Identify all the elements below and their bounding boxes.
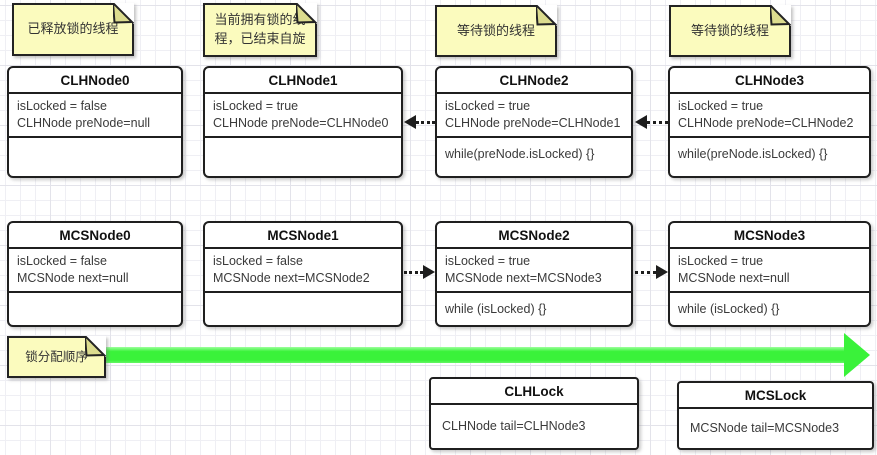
node-title: CLHNode0 — [9, 68, 181, 94]
node-attr: MCSNode next=null — [17, 271, 129, 285]
sticky-note-released-thread: 已释放锁的线程 — [12, 3, 134, 56]
note-fold-icon — [536, 5, 557, 26]
note-fold-icon — [85, 336, 106, 357]
arrowhead-right-icon — [656, 265, 668, 279]
node-attr: isLocked = true — [445, 254, 531, 268]
sticky-note-waiting-thread-1: 等待锁的线程 — [435, 5, 557, 57]
node-method: while(preNode.isLocked) {} — [445, 147, 595, 161]
node-attr: isLocked = true — [445, 99, 531, 113]
lock-order-arrow-shaft — [58, 347, 844, 363]
node-attr: isLocked = false — [213, 254, 303, 268]
clh-arrow-node2-to-node1 — [404, 115, 435, 129]
arrowhead-left-icon — [404, 115, 416, 129]
lock-title: CLHLock — [431, 379, 637, 405]
node-method — [9, 293, 181, 325]
sticky-note-text: 已释放锁的线程 — [27, 21, 119, 37]
lock-attr: CLHNode tail=CLHNode3 — [442, 419, 586, 433]
sticky-note-waiting-thread-2: 等待锁的线程 — [669, 5, 791, 57]
sticky-note-lock-order: 锁分配顺序 — [7, 336, 106, 378]
node-title: CLHNode2 — [437, 68, 631, 94]
node-title: MCSNode0 — [9, 223, 181, 249]
note-fold-icon — [296, 3, 317, 24]
node-attr: MCSNode next=MCSNode2 — [213, 271, 370, 285]
node-title: CLHNode1 — [205, 68, 401, 94]
node-attr: isLocked = true — [678, 99, 764, 113]
node-attr: CLHNode preNode=CLHNode2 — [678, 116, 854, 130]
node-title: CLHNode3 — [670, 68, 869, 94]
sticky-note-owner-thread: 当前拥有锁的线程，已结束自旋 — [203, 3, 317, 57]
node-attr: isLocked = true — [213, 99, 299, 113]
lock-order-arrowhead-icon — [844, 333, 870, 377]
note-fold-icon — [770, 5, 791, 26]
node-attr: CLHNode preNode=null — [17, 116, 151, 130]
lock-title: MCSLock — [679, 383, 872, 409]
node-title: MCSNode3 — [670, 223, 869, 249]
arrowhead-right-icon — [423, 265, 435, 279]
arrowhead-left-icon — [635, 115, 647, 129]
mcs-lock-box: MCSLock MCSNode tail=MCSNode3 — [677, 381, 874, 450]
note-fold-icon — [113, 3, 134, 24]
sticky-note-text: 等待锁的线程 — [690, 22, 769, 38]
node-attr: MCSNode next=MCSNode3 — [445, 271, 602, 285]
clh-lock-box: CLHLock CLHNode tail=CLHNode3 — [429, 377, 639, 450]
sticky-note-text: 锁分配顺序 — [25, 349, 88, 364]
node-method — [205, 138, 401, 176]
node-attr: isLocked = true — [678, 254, 764, 268]
node-attr: isLocked = false — [17, 99, 107, 113]
mcs-arrow-node2-to-node3 — [635, 265, 668, 279]
node-title: MCSNode1 — [205, 223, 401, 249]
node-attr: isLocked = false — [17, 254, 107, 268]
node-attr: MCSNode next=null — [678, 271, 790, 285]
sticky-note-text: 当前拥有锁的线程，已结束自旋 — [214, 12, 306, 46]
sticky-note-text: 等待锁的线程 — [456, 22, 535, 38]
node-title: MCSNode2 — [437, 223, 631, 249]
node-method — [205, 293, 401, 325]
node-attr: CLHNode preNode=CLHNode0 — [213, 116, 389, 130]
node-attr: CLHNode preNode=CLHNode1 — [445, 116, 621, 130]
node-method: while(preNode.isLocked) {} — [678, 147, 828, 161]
lock-attr: MCSNode tail=MCSNode3 — [690, 421, 840, 435]
node-method: while (isLocked) {} — [678, 302, 780, 316]
clh-arrow-node3-to-node2 — [635, 115, 668, 129]
node-method: while (isLocked) {} — [445, 302, 547, 316]
node-method — [9, 138, 181, 176]
mcs-arrow-node1-to-node2 — [404, 265, 435, 279]
